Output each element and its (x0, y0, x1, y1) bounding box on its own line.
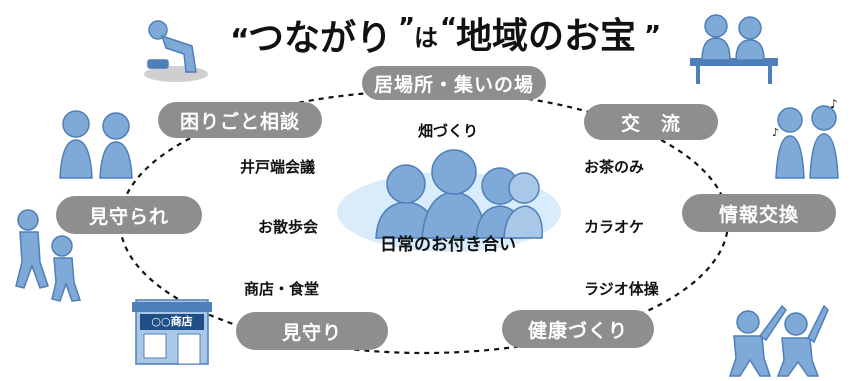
svg-text:♪: ♪ (830, 97, 838, 111)
node-health: 健康づくり (502, 310, 654, 348)
activity-walk: お散歩会 (258, 218, 319, 236)
bench-couple-icon (690, 14, 778, 84)
activity-chatting: 井戸端会議 (240, 158, 316, 176)
title-word-1: つながり (248, 18, 392, 59)
diagram-title: “ つながり ” は “ 地域のお宝 ” (230, 13, 661, 59)
elderly-group-icon (337, 149, 561, 252)
title-quote-open-2: “ (440, 13, 457, 43)
activity-shop: 商店・食堂 (244, 280, 320, 298)
chatting-men-icon: ♪ ♪ (772, 97, 839, 179)
title-quote-close-2: ” (644, 21, 661, 51)
activity-farming: 畑づくり (418, 122, 479, 140)
node-exchange: 交 流 (584, 104, 718, 140)
shop-icon: ○○商店 (132, 296, 212, 368)
node-gathering-place: 居場所・集いの場 (362, 66, 546, 100)
node-being-watched: 見守られ (56, 196, 202, 234)
title-particle: は (414, 24, 438, 52)
activity-tea: お茶のみ (584, 158, 645, 176)
title-quote-open-1: “ (230, 23, 250, 58)
title-quote-close-1: ” (398, 13, 415, 43)
title-word-2: 地域のお宝 (456, 16, 636, 57)
shop-sign: ○○商店 (140, 314, 204, 330)
chatting-women-icon (59, 110, 133, 179)
node-watching-over: 見守り (236, 312, 388, 350)
svg-text:♪: ♪ (772, 126, 779, 139)
walking-couple-icon (15, 209, 82, 302)
worker-figure-icon (144, 20, 208, 82)
stretching-couple-icon (728, 304, 829, 377)
activity-exercise: ラジオ体操 (584, 280, 659, 298)
node-consultation: 困りごと相談 (158, 102, 322, 138)
activity-karaoke: カラオケ (584, 218, 645, 236)
center-label: 日常のお付き合い (380, 235, 516, 255)
node-information-exchange: 情報交換 (682, 194, 836, 232)
